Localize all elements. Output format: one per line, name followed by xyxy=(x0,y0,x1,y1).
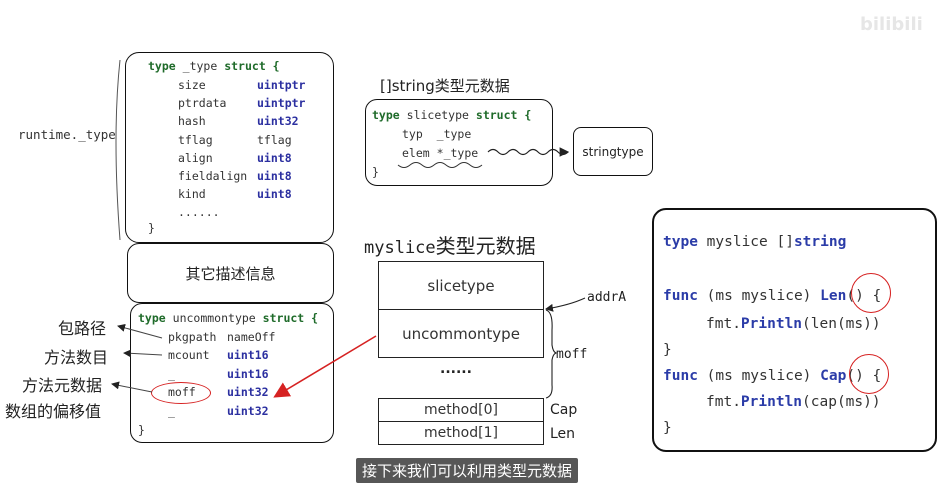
runtime-type-bracket xyxy=(115,59,121,241)
uncommontype-field-type: uint32 xyxy=(227,403,269,418)
slicetype-header: type slicetype struct { xyxy=(372,108,532,122)
method-0-label: Cap xyxy=(550,402,578,418)
addr-pointer xyxy=(545,297,586,312)
label-method-count: 方法数目 xyxy=(44,348,109,367)
method-1-cell: method[1] xyxy=(378,421,544,445)
moff-label: moff xyxy=(556,347,588,362)
len-circle xyxy=(851,273,891,313)
stringtype-label: stringtype xyxy=(582,144,644,159)
code-func-len: func (ms myslice) Len() { xyxy=(663,288,882,304)
type-struct-field-type: uintptr xyxy=(257,78,306,92)
type-struct-field-name: ...... xyxy=(178,205,220,220)
type-struct-field-name: hash xyxy=(178,114,206,129)
method-1-label: Len xyxy=(550,426,576,442)
moff-brace xyxy=(545,309,558,399)
slicetype-field-typ: typ _type xyxy=(402,127,472,141)
myslice-cell-uncommontype: uncommontype xyxy=(378,309,544,358)
slicetype-close: } xyxy=(372,165,379,179)
type-struct-box: type _type struct { size uintptr ptrdata ui… xyxy=(125,52,334,243)
type-struct-field-name: tflag xyxy=(178,132,213,147)
uncommontype-field-type: uint16 xyxy=(227,366,269,381)
uncommontype-field-type: uint32 xyxy=(227,385,269,400)
type-struct-field-type: uintptr xyxy=(257,96,306,111)
uncommontype-close: } xyxy=(138,423,145,437)
slicetype-box: type slicetype struct { typ _type elem *… xyxy=(365,99,553,186)
myslice-meta-title: myslice类型元数据 xyxy=(364,234,536,258)
label-method-meta-1: 方法元数据 xyxy=(22,376,103,395)
code-func-len-body: fmt.Println(len(ms)) xyxy=(706,316,881,332)
type-struct-field-name: kind xyxy=(178,187,206,202)
type-struct-close: } xyxy=(148,221,155,235)
code-func-cap-close: } xyxy=(663,420,672,436)
type-struct-field-name: size xyxy=(178,78,206,92)
moff-circle xyxy=(151,382,211,404)
slicetype-field-elem: elem *_type xyxy=(402,146,479,160)
code-func-cap-body: fmt.Println(cap(ms)) xyxy=(706,394,881,410)
subtitle: 接下来我们可以利用类型元数据 xyxy=(356,458,579,483)
cap-circle xyxy=(849,354,889,394)
type-struct-field-type: uint8 xyxy=(257,150,292,165)
label-method-meta-2: 数组的偏移值 xyxy=(5,402,102,421)
myslice-cell-slicetype: slicetype xyxy=(378,261,544,310)
type-struct-field-name: fieldalign xyxy=(178,169,248,183)
slice-meta-title: []string类型元数据 xyxy=(380,77,510,95)
type-struct-header: type _type struct { xyxy=(148,59,280,73)
code-panel: type myslice []string func (ms myslice) … xyxy=(652,208,937,452)
label-pkg-path: 包路径 xyxy=(58,319,107,338)
addr-label: addrA xyxy=(587,290,627,305)
watermark: bilibili xyxy=(860,14,923,35)
code-line-type: type myslice []string xyxy=(663,234,847,250)
uncommontype-field-name: _ xyxy=(168,403,175,418)
myslice-ellipsis: ...... xyxy=(440,361,472,377)
uncommontype-box: type uncommontype struct { pkgpath nameOf… xyxy=(130,303,334,443)
method-0-cell: method[0] xyxy=(378,398,544,422)
type-struct-field-type: tflag xyxy=(257,132,292,147)
uncommontype-field-name: pkgpath xyxy=(168,330,217,344)
other-info-label: 其它描述信息 xyxy=(185,264,276,283)
uncommontype-header: type uncommontype struct { xyxy=(138,311,319,325)
stringtype-box: stringtype xyxy=(573,127,653,176)
uncommontype-field-name: _ xyxy=(168,366,175,381)
code-func-len-close: } xyxy=(663,342,672,358)
uncommontype-field-name: mcount xyxy=(168,348,210,363)
runtime-type-label: runtime._type xyxy=(18,127,116,142)
type-struct-field-type: uint32 xyxy=(257,114,299,129)
type-struct-field-name: ptrdata xyxy=(178,96,227,111)
uncommontype-field-type: uint16 xyxy=(227,348,269,363)
other-info-box: 其它描述信息 xyxy=(127,243,334,303)
type-struct-field-type: uint8 xyxy=(257,169,292,183)
type-struct-field-type: uint8 xyxy=(257,187,292,202)
uncommontype-field-type: nameOff xyxy=(227,330,276,344)
type-struct-field-name: align xyxy=(178,150,213,165)
